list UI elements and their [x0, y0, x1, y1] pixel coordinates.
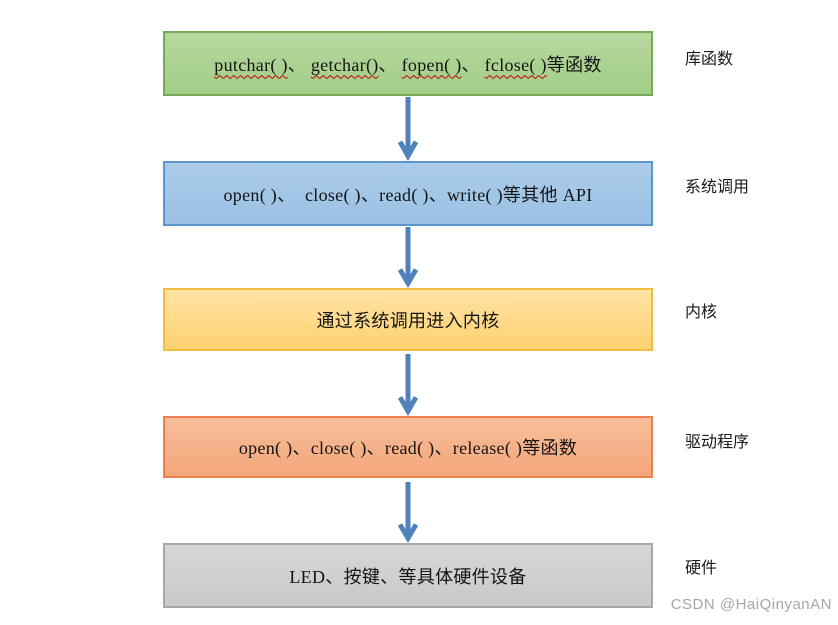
- function-name-misspelled: getchar(): [310, 54, 379, 75]
- box-text-segment: open( )、 close( )、read( )、write( )等其他 AP…: [223, 184, 593, 205]
- function-name-misspelled: putchar( ): [214, 54, 288, 75]
- box-kernel-entry-text: 通过系统调用进入内核: [317, 307, 500, 333]
- down-arrow-icon: [397, 226, 419, 288]
- box-system-calls: open( )、 close( )、read( )、write( )等其他 AP…: [163, 161, 653, 226]
- box-library-functions-text: putchar( )、 getchar()、 fopen( )、 fclose(…: [214, 51, 601, 77]
- box-system-calls-text: open( )、 close( )、read( )、write( )等其他 AP…: [224, 181, 593, 207]
- box-driver-functions-text: open( )、close( )、read( )、release( )等函数: [239, 434, 577, 460]
- arrow-head: [397, 268, 419, 288]
- side-label-system-calls: 系统调用: [685, 179, 750, 196]
- arrow-head: [397, 396, 419, 416]
- box-driver-functions: open( )、close( )、read( )、release( )等函数: [163, 416, 653, 478]
- down-arrow-icon: [397, 353, 419, 416]
- csdn-watermark: CSDN @HaiQinyanAN: [670, 596, 832, 613]
- side-label-kernel: 内核: [685, 304, 718, 321]
- side-label-library-functions: 库函数: [685, 51, 734, 68]
- down-arrow-icon: [397, 481, 419, 543]
- box-text-segment: open( )、close( )、read( )、release( )等函数: [238, 438, 578, 458]
- side-label-hardware: 硬件: [685, 560, 718, 577]
- box-text-segment: 、: [378, 54, 402, 75]
- box-text-segment: 、: [461, 54, 485, 75]
- function-name-misspelled: fclose( ): [484, 54, 547, 75]
- box-text-segment: LED、按键、等具体硬件设备: [289, 566, 527, 587]
- box-kernel-entry: 通过系统调用进入内核: [163, 288, 653, 351]
- box-hardware-devices: LED、按键、等具体硬件设备: [163, 543, 653, 608]
- side-label-driver: 驱动程序: [685, 434, 750, 451]
- arrow-head: [397, 523, 419, 543]
- box-library-functions: putchar( )、 getchar()、 fopen( )、 fclose(…: [163, 31, 653, 96]
- box-text-segment: 、: [287, 54, 311, 75]
- box-hardware-devices-text: LED、按键、等具体硬件设备: [289, 563, 526, 589]
- function-name-misspelled: fopen( ): [401, 54, 462, 75]
- box-text-segment: 等函数: [546, 54, 602, 75]
- down-arrow-icon: [397, 97, 419, 161]
- box-text-segment: 通过系统调用进入内核: [316, 310, 500, 331]
- arrow-head: [397, 140, 419, 161]
